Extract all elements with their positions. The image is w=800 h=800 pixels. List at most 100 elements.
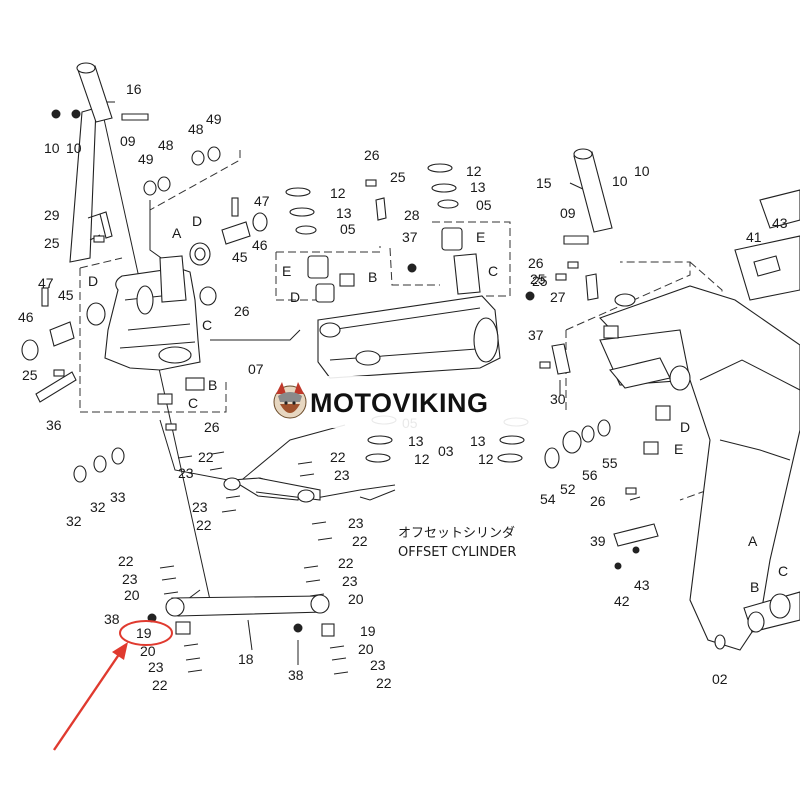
callout: 45 [232,249,248,265]
callout: 32 [66,513,82,529]
callout: 12 [414,451,430,467]
callout: 13 [470,433,486,449]
callout: 32 [90,499,106,515]
highlight-circle [119,620,173,646]
callout: 46 [18,309,34,325]
callout: E [282,263,291,279]
callout: 36 [46,417,62,433]
boom-bracket-07 [69,107,201,371]
callout: 26 [590,493,606,509]
cylinder-18 [147,594,335,637]
viking-logo-icon [273,382,307,419]
callout: B [208,377,217,393]
callout: 25 [44,235,60,251]
callout: 13 [336,205,352,221]
callout: 38 [288,667,304,683]
callout: 49 [206,111,222,127]
highlight-arrow [53,649,123,751]
callout: 22 [118,553,134,569]
callout: 37 [528,327,544,343]
callout: 10 [44,140,60,156]
callout: 05 [340,221,356,237]
callout: 12 [466,163,482,179]
callout: 23 [192,499,208,515]
callout: 48 [158,137,174,153]
callout: 09 [560,205,576,221]
callout: 12 [330,185,346,201]
callout: 12 [478,451,494,467]
callout: 02 [712,671,728,687]
callout: 19 [136,625,152,641]
callout: 23 [334,467,350,483]
small-parts [21,109,791,675]
callout: D [290,289,300,305]
callout: 29 [44,207,60,223]
callout: 30 [550,391,566,407]
callout: 25 [22,367,38,383]
highlight-marker [53,620,173,751]
callout: 48 [188,121,204,137]
callout: D [192,213,202,229]
callout: 42 [614,593,630,609]
callout: 47 [38,275,54,291]
callout: 45 [58,287,74,303]
callout: 20 [124,587,140,603]
callout: 22 [152,677,168,693]
callout: E [476,229,485,245]
callout: 52 [560,481,576,497]
callout: 39 [590,533,606,549]
callout: 54 [540,491,556,507]
callout: 56 [582,467,598,483]
caption-jp: オフセットシリンダ [398,526,515,541]
callout: C [488,263,498,279]
callout: 55 [602,455,618,471]
callout: 49 [138,151,154,167]
callout: 22 [352,533,368,549]
callout: 26 [234,303,250,319]
callout: 26 [204,419,220,435]
callout: 22 [338,555,354,571]
callout-labels: 16 10 10 09 48 49 49 48 26 12 25 13 05 1… [18,81,788,693]
callout: 23 [342,573,358,589]
callout: 23 [348,515,364,531]
callout: 41 [746,229,762,245]
arm-link-03 [317,295,501,379]
callout: C [202,317,212,333]
callout: 15 [536,175,552,191]
callout: 27 [550,289,566,305]
callout: 25 [532,273,548,289]
watermark: MOTOVIKING [268,376,530,428]
callout: 20 [140,643,156,659]
callout: D [680,419,690,435]
callout: E [674,441,683,457]
callout: 09 [120,133,136,149]
callout: 25 [390,169,406,185]
callout: D [88,273,98,289]
callout: 23 [178,465,194,481]
callout: 23 [148,659,164,675]
callout: 26 [364,147,380,163]
watermark-text: MOTOVIKING [310,388,489,418]
callout: C [188,395,198,411]
callout: 28 [404,207,420,223]
callout: 03 [438,443,454,459]
callout: 33 [110,489,126,505]
callout: 22 [330,449,346,465]
callout: 26 [528,255,544,271]
callout: 38 [104,611,120,627]
callout: 43 [772,215,788,231]
callout: 20 [358,641,374,657]
callout: 10 [66,140,82,156]
callout: A [172,225,182,241]
callout: 22 [198,449,214,465]
callout: B [750,579,759,595]
callout: B [368,269,377,285]
caption-en: OFFSET CYLINDER [398,545,516,560]
callout: 13 [408,433,424,449]
pin-15 [573,148,613,233]
callout: 25 [530,271,546,287]
callout: A [748,533,758,549]
pin-16 [76,62,113,123]
